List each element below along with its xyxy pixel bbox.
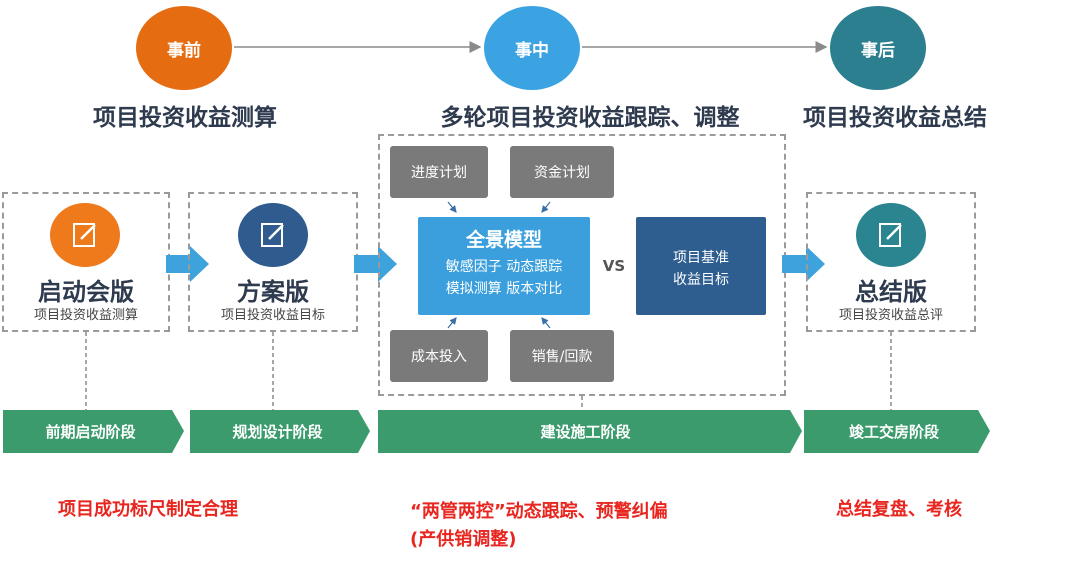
flow-arrow-icon [354, 246, 397, 282]
input-box-schedule: 进度计划 [390, 146, 488, 198]
note-kickoff: 项目成功标尺制定合理 [58, 499, 238, 520]
version-subtitle-kickoff: 项目投资收益测算 [33, 308, 138, 323]
input-box-cost: 成本投入 [390, 330, 488, 382]
stage-label-design: 规划设计阶段 [232, 423, 323, 441]
edit-icon [238, 203, 308, 267]
edit-icon [856, 203, 926, 267]
stage-label-kickoff: 前期启动阶段 [45, 423, 136, 441]
stage-label-construction: 建设施工阶段 [540, 423, 631, 441]
phase-circle-after: 事后 [830, 6, 926, 90]
timeline-arrows [234, 41, 828, 53]
stage-connectors [85, 332, 892, 410]
flow-arrow-icon [782, 246, 825, 282]
phase-circle-during: 事中 [484, 6, 580, 90]
panorama-model-box: 全景模型 敏感因子 动态跟踪 模拟测算 版本对比 [418, 217, 590, 315]
version-subtitle-scheme: 项目投资收益目标 [220, 308, 325, 323]
model-line-2: 模拟测算 版本对比 [445, 281, 563, 297]
version-box-summary [806, 192, 976, 332]
version-subtitle-summary: 项目投资收益总评 [838, 308, 943, 323]
phase-circle-before: 事前 [136, 6, 232, 90]
input-box-funding: 资金计划 [510, 146, 614, 198]
model-line-1: 敏感因子 动态跟踪 [445, 259, 563, 275]
edit-icon [50, 203, 120, 267]
version-title-scheme: 方案版 [237, 278, 309, 306]
note-construction-line-2: (产供销调整) [410, 529, 517, 550]
model-title: 全景模型 [465, 229, 542, 251]
benchmark-line-2: 收益目标 [673, 272, 729, 288]
vs-label: VS [602, 257, 626, 275]
phase-title-before: 项目投资收益测算 [93, 105, 277, 131]
benchmark-box: 项目基准 收益目标 [636, 217, 766, 315]
note-construction-line-1: “两管两控”动态跟踪、预警纠偏 [410, 501, 668, 522]
phase-title-after: 项目投资收益总结 [803, 105, 987, 131]
flow-arrow-icon [166, 246, 209, 282]
version-title-kickoff: 启动会版 [38, 278, 134, 306]
input-arrows [447, 201, 551, 329]
stage-bar [3, 410, 990, 453]
version-title-summary: 总结版 [855, 278, 927, 306]
input-box-sales: 销售/回款 [510, 330, 614, 382]
stage-label-delivery: 竣工交房阶段 [848, 423, 939, 441]
note-summary: 总结复盘、考核 [836, 499, 962, 520]
phase-title-during: 多轮项目投资收益跟踪、调整 [440, 105, 740, 131]
benchmark-line-1: 项目基准 [673, 250, 729, 266]
